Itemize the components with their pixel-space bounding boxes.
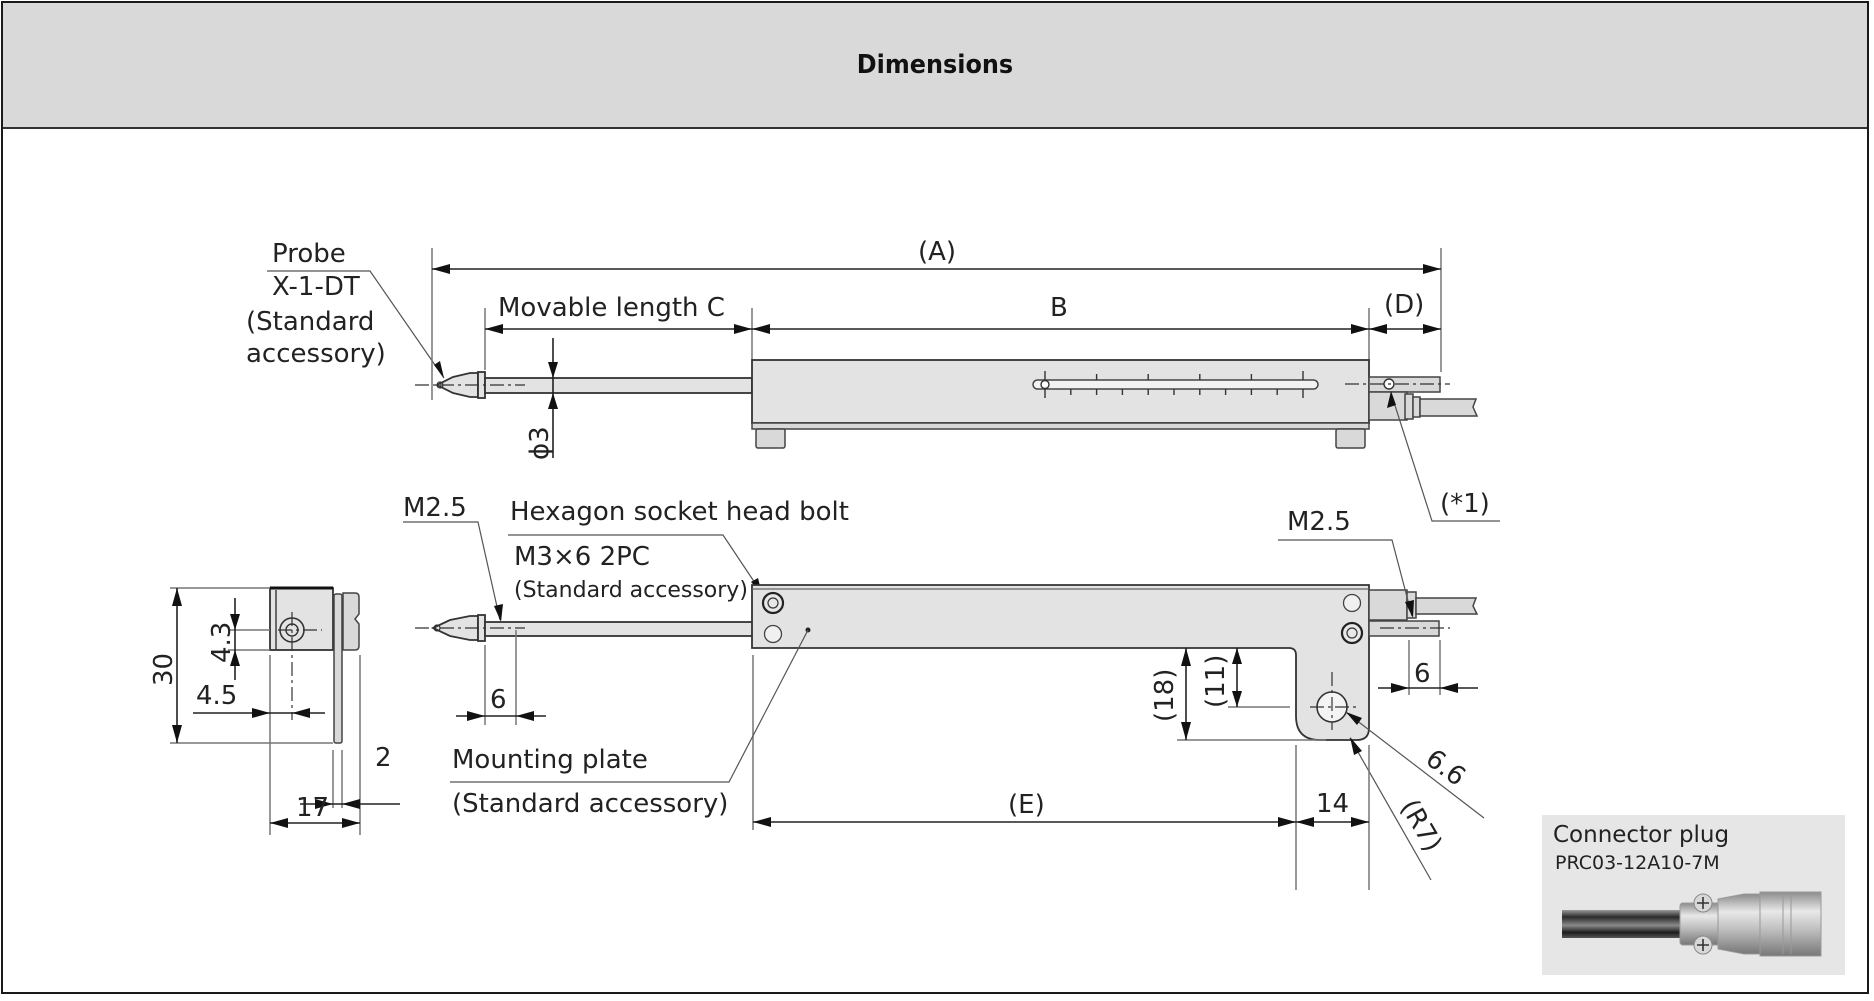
connector-inset: Connector plug PRC03-12A10-7M — [1542, 815, 1845, 975]
dim-label-a: (A) — [918, 237, 956, 267]
cable — [1562, 910, 1680, 938]
bolt-note: (Standard accessory) — [514, 578, 748, 603]
side-view: 30 4.3 4.5 2 17 — [149, 586, 400, 835]
bolt-spec: M3×6 2PC — [514, 542, 650, 572]
dim-label-e: (E) — [1008, 790, 1045, 820]
probe-leader-line — [267, 270, 445, 379]
cable-exit-top — [1345, 376, 1479, 421]
svg-text:X-1-DT: X-1-DT — [272, 272, 360, 302]
dim-label-r7: (R7) — [1394, 795, 1447, 858]
spindle-rod — [484, 377, 753, 394]
sensor-body-top — [751, 359, 1370, 449]
svg-text:(*1): (*1) — [1440, 489, 1490, 519]
screw-icon — [1693, 893, 1713, 913]
cable-exit-front — [1368, 589, 1479, 637]
mounting-hole — [1342, 593, 1362, 613]
mounting-plate-note: (Standard accessory) — [452, 789, 728, 819]
dimension-rod-diameter: ϕ3 — [525, 338, 558, 460]
dim-label-18: (18) — [1150, 669, 1180, 722]
dim-label-6-6: 6.6 — [1420, 744, 1471, 793]
mounting-plate — [751, 584, 1370, 741]
scale-ticks — [1044, 371, 1304, 398]
screw-icon — [1693, 935, 1713, 955]
dim-label-thread-6: 6 — [490, 685, 507, 715]
svg-text:Probe: Probe — [272, 239, 346, 269]
probe-label: Probe X-1-DT (Standard accessory) — [246, 239, 445, 379]
arrowhead — [434, 361, 444, 378]
hex-bolt — [1340, 621, 1364, 645]
dim-label-11: (11) — [1201, 655, 1231, 708]
side-body — [269, 587, 334, 651]
dim-label-d: (D) — [1384, 290, 1424, 320]
note-ref-1: (*1) — [1387, 391, 1500, 522]
dimension-b: B — [752, 293, 1369, 334]
page-title: Dimensions — [856, 50, 1014, 80]
spindle-rod-front — [484, 621, 754, 637]
dim-label-2: 2 — [375, 743, 392, 773]
dim-label-movable: Movable length C — [498, 293, 725, 323]
front-view: M2.5 Hexagon socket head bolt M3×6 2PC (… — [403, 493, 1485, 890]
dim-label-cable-6: 6 — [1414, 659, 1431, 689]
dim-label-14: 14 — [1316, 789, 1349, 819]
probe-thread-label: M2.5 — [403, 493, 467, 523]
panel-header: Dimensions — [3, 3, 1867, 129]
dim-label-b: B — [1050, 293, 1068, 323]
top-view: Probe X-1-DT (Standard accessory) (A) Mo… — [246, 237, 1500, 522]
mounting-plate-label: Mounting plate — [452, 745, 648, 775]
dim-label-17: 17 — [296, 793, 329, 823]
dim-label-4-5: 4.5 — [196, 681, 237, 711]
bolt-label: Hexagon socket head bolt — [510, 497, 849, 527]
scale-slot — [1032, 379, 1319, 390]
svg-text:(Standard: (Standard — [246, 307, 374, 337]
connector-part-number: PRC03-12A10-7M — [1555, 852, 1720, 874]
dim-label-phi3: ϕ3 — [525, 426, 555, 460]
mounting-hole — [763, 624, 783, 644]
cable-thread-label: M2.5 — [1287, 507, 1351, 537]
dimension-c: Movable length C — [485, 293, 752, 334]
dimension-a: (A) — [432, 237, 1441, 274]
dim-label-4-3: 4.3 — [207, 622, 237, 663]
connector-title: Connector plug — [1553, 822, 1729, 848]
svg-text:accessory): accessory) — [246, 339, 386, 369]
dimension-d: (D) — [1369, 290, 1441, 334]
dim-label-30: 30 — [149, 653, 179, 686]
side-mounting-plate — [333, 593, 343, 744]
hex-bolt — [761, 591, 785, 615]
